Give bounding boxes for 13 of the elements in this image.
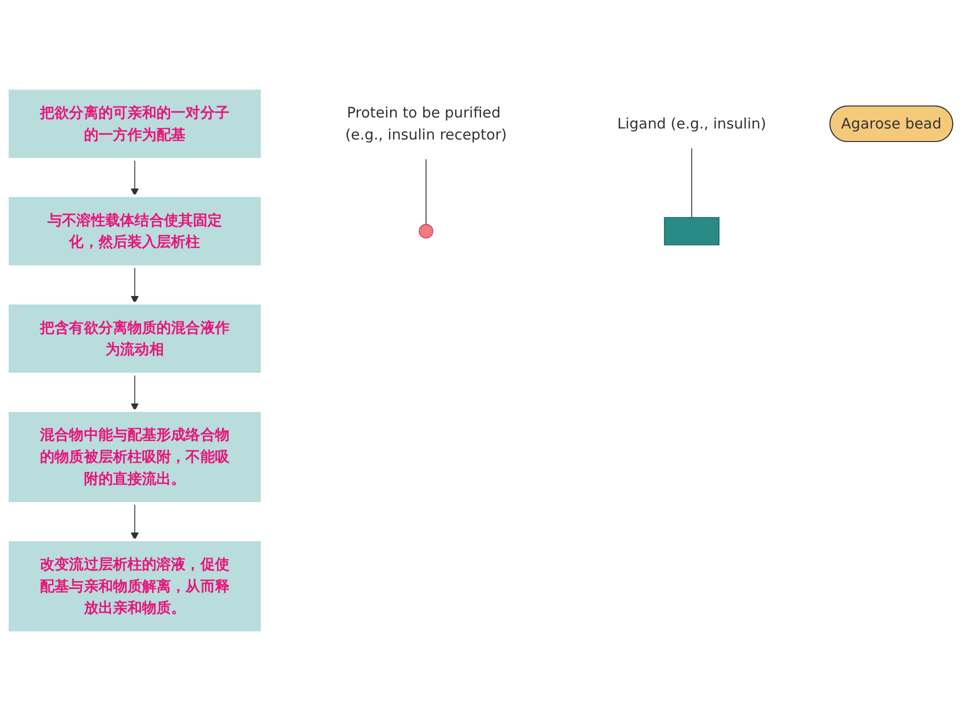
- arrow: [130, 502, 139, 540]
- node-box: [6, 194, 264, 268]
- node-text: Ligand (e.g., insulin): [617, 114, 766, 132]
- node-circle: [418, 223, 434, 238]
- node-box: [6, 301, 264, 376]
- node-text: Protein to be purified (e.g., insulin receptor): [345, 103, 507, 142]
- node-box: [6, 408, 264, 504]
- node-box: [6, 538, 264, 634]
- arrow: [130, 158, 139, 196]
- connector: [691, 147, 692, 218]
- arrow: [130, 266, 139, 303]
- node-box: [664, 216, 720, 245]
- arrow: [130, 373, 139, 410]
